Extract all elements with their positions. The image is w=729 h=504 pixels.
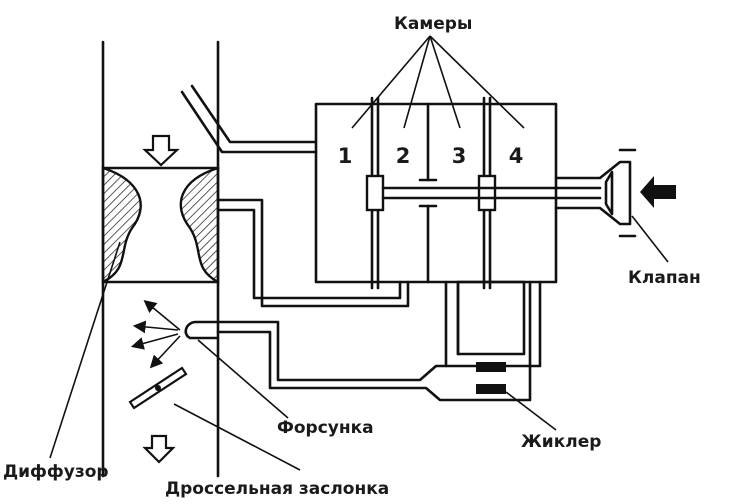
label-nozzle: Форсунка	[277, 418, 374, 438]
valve-body	[554, 160, 632, 226]
label-diffuser: Диффузор	[3, 462, 109, 482]
chamber-number-4: 4	[509, 144, 524, 168]
jet-block-top	[476, 362, 506, 372]
label-valve: Клапан	[628, 268, 701, 288]
label-chambers: Камеры	[394, 14, 472, 34]
diffuser-right	[179, 166, 220, 285]
diffuser-pipe	[216, 198, 410, 308]
flow-arrow-left-icon	[640, 176, 676, 208]
chamber-box	[314, 102, 558, 284]
chamber-number-1: 1	[338, 144, 353, 168]
diaphragm-right	[477, 174, 497, 212]
chamber-number-2: 2	[396, 144, 411, 168]
fuel-line-outer	[216, 280, 542, 382]
outlet-arrow-down-icon	[142, 434, 176, 464]
diffuser-left	[101, 166, 142, 284]
diaphragm-left	[365, 174, 385, 212]
label-jet: Жиклер	[521, 432, 601, 452]
vent-pipe	[180, 90, 318, 154]
jet-block-bottom	[476, 384, 506, 394]
nozzle	[184, 320, 220, 340]
chamber-number-3: 3	[452, 144, 467, 168]
float-chamber	[456, 280, 526, 356]
leader-lines	[49, 35, 669, 471]
spray-arrow-icon	[130, 299, 181, 369]
flow-arrow-down-icon	[142, 134, 180, 167]
label-throttle: Дроссельная заслонка	[165, 479, 389, 499]
